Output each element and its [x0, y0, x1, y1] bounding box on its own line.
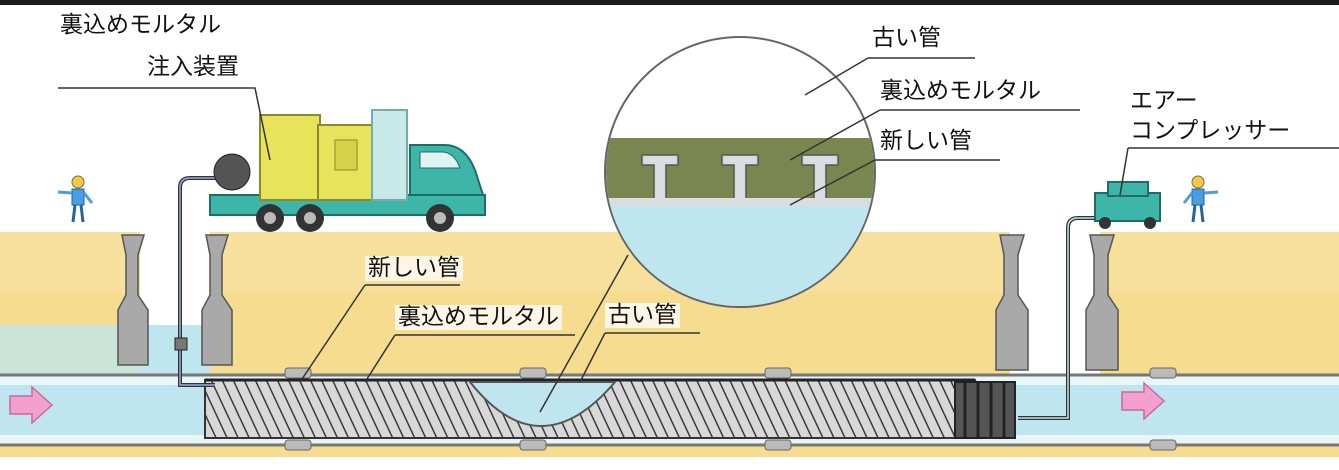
- label-inset-old-pipe: 古い管: [872, 25, 941, 51]
- label-compressor-line2: コンプレッサー: [1130, 118, 1291, 144]
- truck-icon: [209, 109, 486, 232]
- label-mortar-injector: 裏込めモルタル: [60, 12, 221, 38]
- top-border: [0, 0, 1339, 5]
- label-inset-new-pipe: 新しい管: [880, 128, 972, 154]
- right-manhole-wall-l: [995, 234, 1029, 371]
- flow-arrow-icon: [9, 385, 54, 425]
- grout-hose-inner: [179, 177, 225, 386]
- label-tunnel-mortar: 裏込めモルタル: [395, 305, 562, 330]
- leader-lines: [58, 57, 1339, 413]
- label-tunnel-new-pipe: 新しい管: [365, 256, 463, 281]
- pipe-section-dip: [467, 381, 618, 427]
- label-compressor-line1: エアー: [1130, 88, 1198, 114]
- air-hose-inner: [1018, 217, 1095, 419]
- pipe-joints: [284, 367, 1177, 451]
- left-manhole-wall-r: [201, 234, 233, 366]
- pipe-plug: [954, 381, 1016, 439]
- flow-arrow-icon: [1121, 381, 1166, 421]
- right-manhole-wall-r: [1085, 234, 1119, 371]
- worker-icon: [1182, 175, 1219, 223]
- label-injector-device: 注入装置: [147, 54, 239, 80]
- worker-icon: [57, 175, 94, 223]
- left-pool: [0, 325, 140, 375]
- label-inset-mortar: 裏込めモルタル: [880, 78, 1041, 104]
- label-tunnel-old-pipe: 古い管: [605, 303, 680, 328]
- hose-valve: [174, 337, 188, 351]
- left-manhole-wall-l: [117, 234, 149, 366]
- compressor-icon: [1094, 181, 1161, 229]
- flow-water-right: [1010, 385, 1339, 435]
